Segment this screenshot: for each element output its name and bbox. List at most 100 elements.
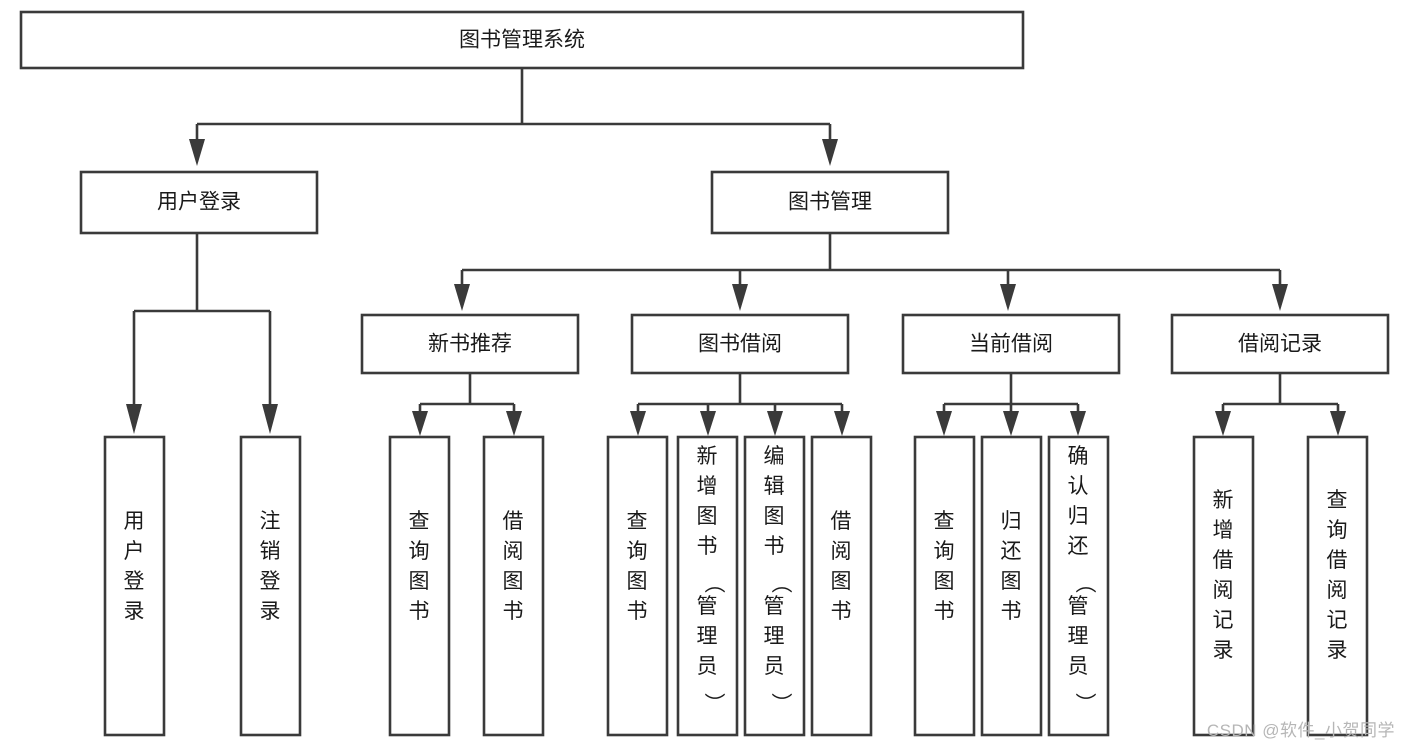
arrow-head-icon xyxy=(412,411,428,436)
node-leaf-add-borrow-record-box[interactable] xyxy=(1192,435,1255,737)
svg-text:管: 管 xyxy=(1068,595,1089,618)
svg-text:理: 理 xyxy=(1068,625,1089,648)
svg-text:还: 还 xyxy=(1001,540,1022,563)
node-new-book-recommend[interactable]: 新书推荐 xyxy=(360,313,580,375)
node-leaf-user-login[interactable]: 用户登录 xyxy=(103,435,166,737)
svg-text:书: 书 xyxy=(1001,600,1022,623)
node-book-borrow[interactable]: 图书借阅 xyxy=(630,313,850,375)
node-leaf-confirm-return-box[interactable] xyxy=(1047,435,1110,737)
svg-text:）: ） xyxy=(1073,693,1096,714)
svg-text:（: （ xyxy=(1073,573,1096,594)
svg-text:归: 归 xyxy=(1068,505,1089,528)
arrow-head-icon xyxy=(1330,411,1346,436)
node-borrow-record-box[interactable] xyxy=(1170,313,1390,375)
node-book-management[interactable]: 图书管理 xyxy=(710,170,950,235)
node-leaf-query-book-3-box[interactable] xyxy=(913,435,976,737)
node-root-label: 图书管理系统 xyxy=(459,29,585,52)
arrow-head-icon xyxy=(454,284,470,311)
svg-text:询: 询 xyxy=(409,540,430,563)
node-borrow-record[interactable]: 借阅记录 xyxy=(1170,313,1390,375)
svg-text:销: 销 xyxy=(260,540,281,563)
arrow-head-icon xyxy=(732,284,748,311)
svg-text:借: 借 xyxy=(503,510,524,533)
svg-text:还: 还 xyxy=(1068,535,1089,558)
svg-text:用: 用 xyxy=(124,510,145,533)
svg-text:辑: 辑 xyxy=(764,475,785,498)
node-leaf-query-borrow-record-box[interactable] xyxy=(1306,435,1369,737)
arrow-head-icon xyxy=(630,411,646,436)
svg-text:录: 录 xyxy=(1327,639,1348,662)
svg-text:确: 确 xyxy=(1068,445,1089,468)
node-leaf-query-book-1-box[interactable] xyxy=(388,435,451,737)
svg-text:理: 理 xyxy=(764,625,785,648)
svg-text:归: 归 xyxy=(1001,510,1022,533)
node-book-management-box[interactable] xyxy=(710,170,950,235)
svg-text:书: 书 xyxy=(831,600,852,623)
node-root-box[interactable] xyxy=(19,10,1025,70)
node-new-book-recommend-box[interactable] xyxy=(360,313,580,375)
node-leaf-return-book-box[interactable] xyxy=(980,435,1043,737)
node-leaf-borrow-book-1-box[interactable] xyxy=(482,435,545,737)
svg-text:录: 录 xyxy=(260,600,281,623)
arrow-head-icon xyxy=(1000,284,1016,311)
arrow-head-icon xyxy=(767,411,783,436)
node-current-borrow[interactable]: 当前借阅 xyxy=(901,313,1121,375)
node-book-borrow-box[interactable] xyxy=(630,313,850,375)
svg-text:认: 认 xyxy=(1068,475,1089,498)
arrow-head-icon xyxy=(262,404,278,434)
node-user-login[interactable]: 用户登录 xyxy=(79,170,319,235)
svg-text:阅: 阅 xyxy=(831,540,852,563)
svg-text:（: （ xyxy=(769,573,792,594)
svg-text:新: 新 xyxy=(697,445,718,468)
node-leaf-user-login-box[interactable] xyxy=(103,435,166,737)
svg-text:图: 图 xyxy=(503,570,524,593)
connectors-userlogin-to-leaves xyxy=(126,233,278,434)
svg-text:图: 图 xyxy=(934,570,955,593)
arrow-head-icon xyxy=(1003,411,1019,436)
node-leaf-query-book-2-box[interactable] xyxy=(606,435,669,737)
svg-text:阅: 阅 xyxy=(1213,579,1234,602)
arrow-head-icon xyxy=(1272,284,1288,311)
node-borrow-record-label: 借阅记录 xyxy=(1238,333,1322,356)
arrow-head-icon xyxy=(506,411,522,436)
svg-text:图: 图 xyxy=(627,570,648,593)
node-leaf-logout-box[interactable] xyxy=(239,435,302,737)
node-root[interactable]: 图书管理系统 xyxy=(19,10,1025,70)
svg-text:增: 增 xyxy=(1213,519,1234,542)
connectors-root-to-level2 xyxy=(189,68,838,166)
connectors-newbook-to-leaves xyxy=(412,373,522,436)
svg-text:查: 查 xyxy=(409,510,430,533)
arrow-head-icon xyxy=(700,411,716,436)
connectors-borrowrecord-to-leaves xyxy=(1215,373,1346,436)
csdn-watermark: CSDN @软件_小贺同学 xyxy=(1206,721,1395,740)
node-current-borrow-box[interactable] xyxy=(901,313,1121,375)
svg-text:查: 查 xyxy=(1327,489,1348,512)
node-leaf-borrow-book-2-box[interactable] xyxy=(810,435,873,737)
node-user-login-box[interactable] xyxy=(79,170,319,235)
node-leaf-edit-book-box[interactable] xyxy=(743,435,806,737)
svg-text:图: 图 xyxy=(409,570,430,593)
node-leaf-add-book-box[interactable] xyxy=(676,435,739,737)
connectors-bookmgmt-to-level3 xyxy=(454,233,1288,311)
connectors-bookborrow-to-leaves xyxy=(630,373,850,436)
svg-text:书: 书 xyxy=(697,535,718,558)
svg-text:借: 借 xyxy=(1213,549,1234,572)
